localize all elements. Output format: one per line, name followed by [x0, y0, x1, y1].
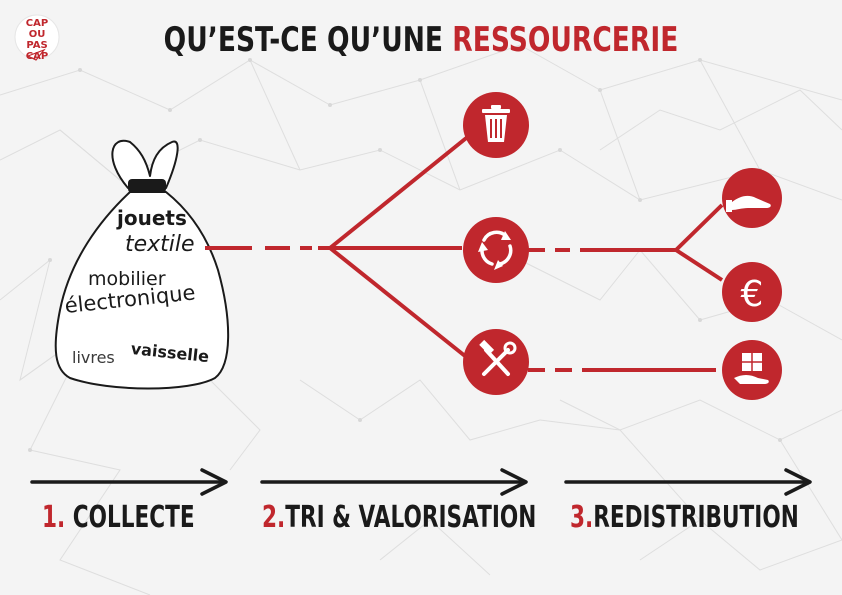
step-1-number: 1. — [42, 500, 66, 535]
logo-badge-shape — [14, 14, 60, 61]
step-2-label: TRI & VALORISATION — [285, 500, 537, 535]
step-collecte: 1. COLLECTE — [42, 500, 195, 535]
page-title: QU’EST-CE QU’UNE RESSOURCERIE — [93, 20, 750, 60]
euro-icon: € — [722, 262, 782, 322]
collection-sack — [54, 139, 230, 390]
paper-plane-icon — [26, 48, 46, 61]
bag-word-livres: livres — [72, 348, 115, 367]
step-3-label: REDISTRIBUTION — [593, 500, 799, 535]
trash-icon — [463, 92, 529, 158]
cap-ou-pas-cap-logo: CAP OU PAS CAP — [14, 12, 60, 64]
box-hand-icon — [722, 340, 782, 400]
flow-lines — [205, 133, 724, 372]
bag-word-mobilier: mobilier — [88, 268, 166, 290]
title-part-1: QU’EST-CE QU’UNE — [163, 20, 453, 60]
step-3-number: 3. — [570, 500, 594, 535]
hammer-wrench-icon — [463, 329, 529, 395]
logo-line-1: CAP — [25, 18, 49, 29]
logo-line-3: PAS CAP — [25, 40, 49, 62]
step-1-label: COLLECTE — [65, 500, 195, 535]
recycle-icon — [463, 217, 529, 283]
logo-line-2: OU — [28, 29, 46, 40]
bag-word-jouets: jouets — [117, 206, 187, 230]
title-part-2: RESSOURCERIE — [452, 20, 679, 60]
svg-text:€: € — [741, 274, 764, 315]
timeline-arrows — [30, 468, 812, 496]
hand-give-icon — [722, 168, 782, 228]
step-tri-valorisation: 2.TRI & VALORISATION — [262, 500, 536, 535]
step-redistribution: 3.REDISTRIBUTION — [570, 500, 799, 535]
step-2-number: 2. — [262, 500, 286, 535]
bag-word-textile: textile — [125, 232, 195, 257]
